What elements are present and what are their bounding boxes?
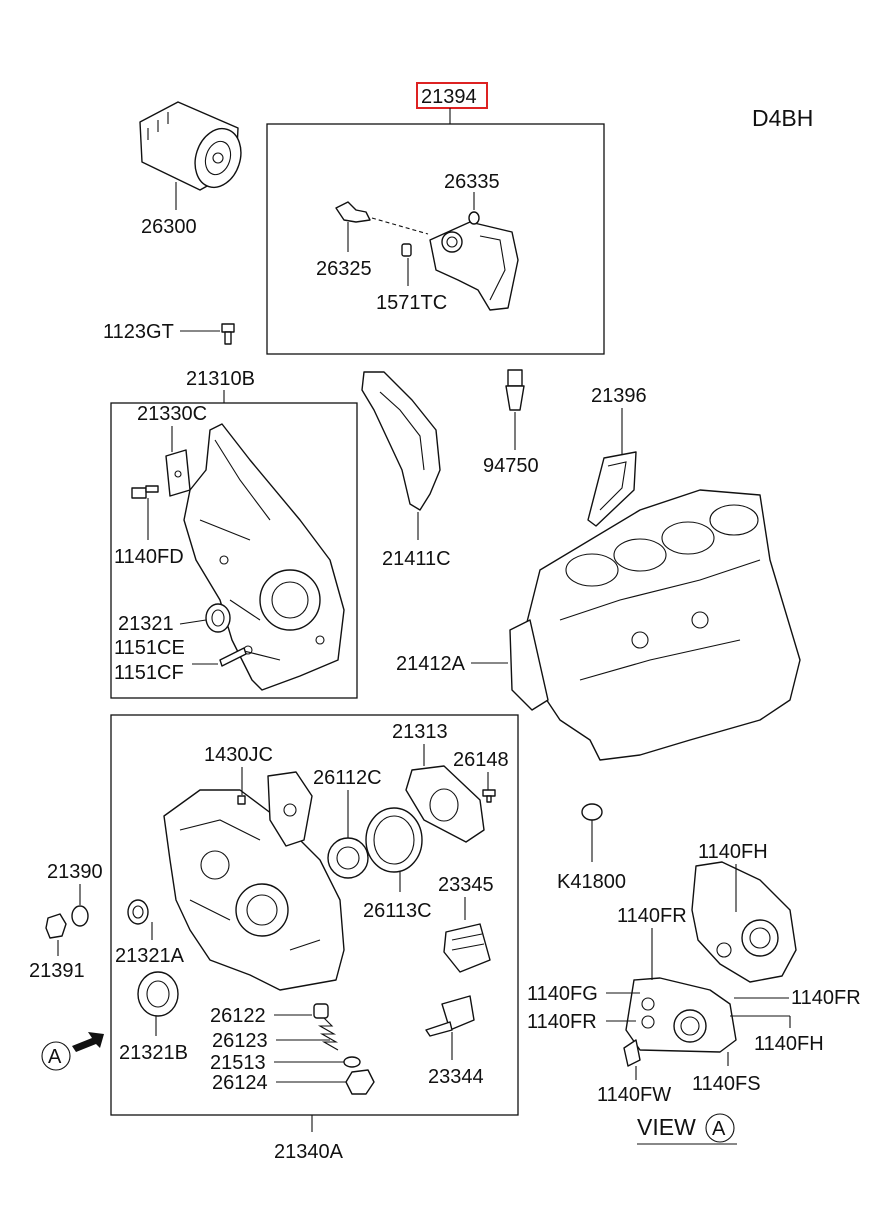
part-label-21396[interactable]: 21396 [591, 385, 647, 407]
view-a-detail-lower[interactable] [623, 977, 737, 1067]
arrow-icon [72, 1032, 104, 1052]
part-label-26122[interactable]: 26122 [210, 1005, 266, 1027]
part-label-21321A[interactable]: 21321A [115, 945, 185, 967]
part-label-21390[interactable]: 21390 [47, 861, 103, 883]
bracket-21330C[interactable] [165, 449, 191, 497]
part-label-21391[interactable]: 21391 [29, 960, 85, 982]
part-label-1140FR-left[interactable]: 1140FR [527, 1011, 597, 1033]
part-label-26300[interactable]: 26300 [141, 216, 197, 238]
gasket-21411C[interactable] [361, 371, 441, 511]
inner-rotor-26112C[interactable] [327, 837, 369, 879]
part-label-23345[interactable]: 23345 [438, 874, 494, 896]
part-label-1151CF[interactable]: 1151CF [114, 662, 184, 684]
oil-filter[interactable] [139, 101, 248, 193]
part-label-1140FH-upper[interactable]: 1140FH [698, 841, 768, 863]
stud-1151CF[interactable] [219, 647, 247, 667]
part-label-1430JC[interactable]: 1430JC [204, 744, 273, 766]
oil-seal-21321[interactable] [205, 603, 231, 633]
part-label-26112C[interactable]: 26112C [313, 767, 382, 789]
highlight-frame [416, 82, 488, 109]
part-label-1123GT[interactable]: 1123GT [103, 321, 174, 343]
gear-23345[interactable] [443, 923, 491, 973]
view-a-caption-letter: A [712, 1118, 726, 1140]
relief-valve-cover[interactable] [267, 771, 313, 847]
plunger-26122[interactable] [313, 1003, 329, 1019]
part-label-26123[interactable]: 26123 [212, 1030, 268, 1052]
part-label-21340A[interactable]: 21340A [274, 1141, 344, 1163]
part-label-21394[interactable]: 21394 [421, 86, 477, 108]
part-label-23344[interactable]: 23344 [428, 1066, 484, 1088]
part-label-21321[interactable]: 21321 [118, 613, 174, 635]
oil-pump-assembly-box [266, 123, 605, 355]
part-label-94750[interactable]: 94750 [483, 455, 539, 477]
part-label-26124[interactable]: 26124 [212, 1072, 268, 1094]
part-label-1140FR-right[interactable]: 1140FR [791, 987, 861, 1009]
part-label-K41800[interactable]: K41800 [557, 871, 626, 893]
view-a-caption-text: VIEW [637, 1114, 696, 1140]
dowel-pin-1571TC[interactable] [401, 243, 412, 257]
part-label-21330C[interactable]: 21330C [137, 403, 207, 425]
plug-21391[interactable] [45, 913, 67, 939]
view-a-detail-upper[interactable] [691, 861, 797, 983]
oil-seal-21321B[interactable] [137, 971, 179, 1017]
front-case-housing[interactable] [163, 789, 345, 991]
bolt-26325[interactable] [335, 201, 371, 223]
front-case-box [110, 402, 358, 699]
part-label-21513[interactable]: 21513 [210, 1052, 266, 1074]
part-label-1140FD[interactable]: 1140FD [114, 546, 184, 568]
view-a-caption: VIEW A [637, 1113, 737, 1145]
pin-1430JC[interactable] [237, 795, 246, 805]
oil-pump-case-box [110, 714, 519, 1116]
spring-26123[interactable] [317, 1017, 339, 1051]
o-ring-K41800[interactable] [581, 803, 603, 821]
washer-21513[interactable] [343, 1056, 361, 1068]
part-label-26335[interactable]: 26335 [444, 171, 500, 193]
part-label-21313[interactable]: 21313 [392, 721, 448, 743]
screw-26148[interactable] [482, 789, 496, 803]
view-a-marker-letter: A [48, 1046, 62, 1068]
bolt-1123GT[interactable] [221, 323, 235, 345]
view-a-marker[interactable]: A [41, 1032, 104, 1071]
part-label-26325[interactable]: 26325 [316, 258, 372, 280]
sensor-94750[interactable] [505, 369, 525, 411]
gasket-21396[interactable] [587, 451, 637, 527]
part-label-1140FS[interactable]: 1140FS [692, 1073, 761, 1095]
part-label-26148[interactable]: 26148 [453, 749, 509, 771]
oil-pump-body[interactable] [429, 221, 519, 311]
timing-belt-cover[interactable] [183, 423, 345, 691]
part-label-1140FG[interactable]: 1140FG [527, 983, 598, 1005]
part-label-1151CE[interactable]: 1151CE [114, 637, 185, 659]
gasket-21390[interactable] [71, 905, 89, 927]
bolt-1140FD[interactable] [131, 485, 159, 499]
part-label-21321B[interactable]: 21321B [119, 1042, 188, 1064]
outer-rotor-26113C[interactable] [365, 807, 423, 873]
gasket-21412A[interactable] [509, 619, 549, 711]
part-label-1140FH-lower[interactable]: 1140FH [754, 1033, 824, 1055]
shaft-23344[interactable] [425, 995, 475, 1037]
part-label-21412A[interactable]: 21412A [396, 653, 466, 675]
part-label-1140FR-upper[interactable]: 1140FR [617, 905, 687, 927]
pump-cover-21313[interactable] [405, 765, 485, 843]
engine-code: D4BH [752, 105, 813, 131]
part-label-26113C[interactable]: 26113C [363, 900, 432, 922]
part-label-21310B[interactable]: 21310B [186, 368, 255, 390]
part-label-1571TC[interactable]: 1571TC [376, 292, 447, 314]
cylinder-block[interactable] [519, 489, 801, 761]
part-label-21411C[interactable]: 21411C [382, 548, 451, 570]
part-label-1140FW[interactable]: 1140FW [597, 1084, 671, 1106]
plug-26124[interactable] [345, 1069, 375, 1095]
oil-seal-21321A[interactable] [127, 899, 149, 925]
o-ring-26335[interactable] [468, 211, 480, 225]
